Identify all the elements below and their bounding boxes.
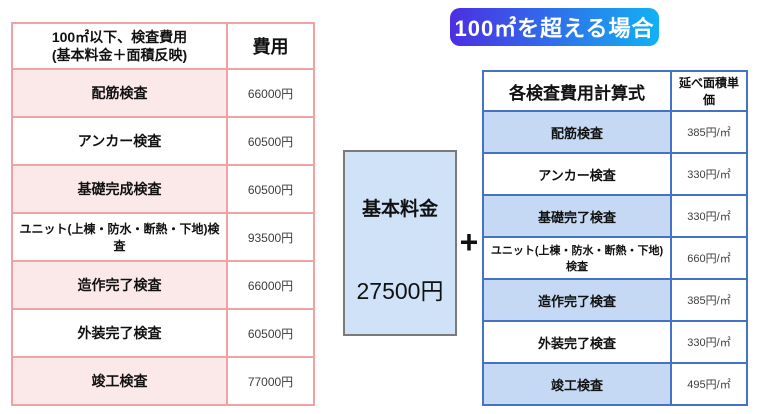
- base-fee-title: 基本料金: [361, 199, 438, 220]
- table-row: 基礎完成検査 60500円: [11, 164, 315, 214]
- under-100sqm-fee-table: 100㎡以下、検査費用 (基本料金＋面積反映) 費用 配筋検査 66000円 ア…: [11, 22, 315, 406]
- table-row: 基礎完了検査 330円/㎡: [482, 194, 748, 238]
- table-row: 造作完了検査 385円/㎡: [482, 278, 748, 322]
- unit-price: 330円/㎡: [670, 152, 748, 196]
- over-100sqm-formula-table: 各検査費用計算式 延べ面積単価 配筋検査 385円/㎡ アンカー検査 330円/…: [482, 70, 748, 406]
- inspection-label: 竣工検査: [482, 362, 672, 406]
- table-row: 配筋検査 385円/㎡: [482, 110, 748, 154]
- base-fee-amount: 27500円: [356, 278, 444, 304]
- unit-price: 385円/㎡: [670, 110, 748, 154]
- base-fee-box: 基本料金 27500円: [343, 150, 457, 336]
- table-row: 配筋検査 66000円: [11, 68, 315, 118]
- unit-price-column-header: 延べ面積単価: [670, 70, 748, 112]
- inspection-fee: 66000円: [226, 260, 315, 310]
- table-row: 造作完了検査 66000円: [11, 260, 315, 310]
- table-row: 竣工検査 495円/㎡: [482, 362, 748, 406]
- inspection-label: 外装完了検査: [482, 320, 672, 364]
- under-100sqm-title-line1: 100㎡以下、検査費用: [51, 28, 188, 45]
- inspection-label: 造作完了検査: [11, 260, 228, 310]
- unit-price: 495円/㎡: [670, 362, 748, 406]
- inspection-fee: 93500円: [226, 212, 315, 262]
- table-header-row: 100㎡以下、検査費用 (基本料金＋面積反映) 費用: [11, 22, 315, 70]
- formula-table-title: 各検査費用計算式: [482, 70, 672, 112]
- table-row: アンカー検査 330円/㎡: [482, 152, 748, 196]
- inspection-label: 造作完了検査: [482, 278, 672, 322]
- unit-price: 660円/㎡: [670, 236, 748, 280]
- inspection-fee: 60500円: [226, 164, 315, 214]
- table-row: ユニット(上棟・防水・断熱・下地)検査 660円/㎡: [482, 236, 748, 280]
- inspection-label: アンカー検査: [482, 152, 672, 196]
- table-row: 外装完了検査 60500円: [11, 308, 315, 358]
- table-header-row: 各検査費用計算式 延べ面積単価: [482, 70, 748, 112]
- table-row: 竣工検査 77000円: [11, 356, 315, 406]
- table-row: ユニット(上棟・防水・断熱・下地)検査 93500円: [11, 212, 315, 262]
- unit-price: 330円/㎡: [670, 194, 748, 238]
- plus-sign: +: [459, 223, 479, 260]
- inspection-label: 基礎完了検査: [482, 194, 672, 238]
- unit-price: 385円/㎡: [670, 278, 748, 322]
- inspection-label: 外装完了検査: [11, 308, 228, 358]
- inspection-fee: 77000円: [226, 356, 315, 406]
- unit-price: 330円/㎡: [670, 320, 748, 364]
- inspection-label: 竣工検査: [11, 356, 228, 406]
- inspection-label: 配筋検査: [11, 68, 228, 118]
- inspection-fee: 66000円: [226, 68, 315, 118]
- inspection-label: 配筋検査: [482, 110, 672, 154]
- over-100sqm-badge-label: 100㎡を超える場合: [454, 16, 655, 41]
- inspection-label: ユニット(上棟・防水・断熱・下地)検査: [11, 212, 228, 262]
- under-100sqm-table-title-cell: 100㎡以下、検査費用 (基本料金＋面積反映): [11, 22, 228, 70]
- inspection-fee: 60500円: [226, 116, 315, 166]
- under-100sqm-title-line2: (基本料金＋面積反映): [51, 47, 188, 63]
- inspection-label: アンカー検査: [11, 116, 228, 166]
- table-row: アンカー検査 60500円: [11, 116, 315, 166]
- inspection-label: ユニット(上棟・防水・断熱・下地)検査: [482, 236, 672, 280]
- inspection-label: 基礎完成検査: [11, 164, 228, 214]
- over-100sqm-badge: 100㎡を超える場合: [450, 8, 659, 46]
- inspection-fee: 60500円: [226, 308, 315, 358]
- table-row: 外装完了検査 330円/㎡: [482, 320, 748, 364]
- fee-column-header: 費用: [226, 22, 315, 70]
